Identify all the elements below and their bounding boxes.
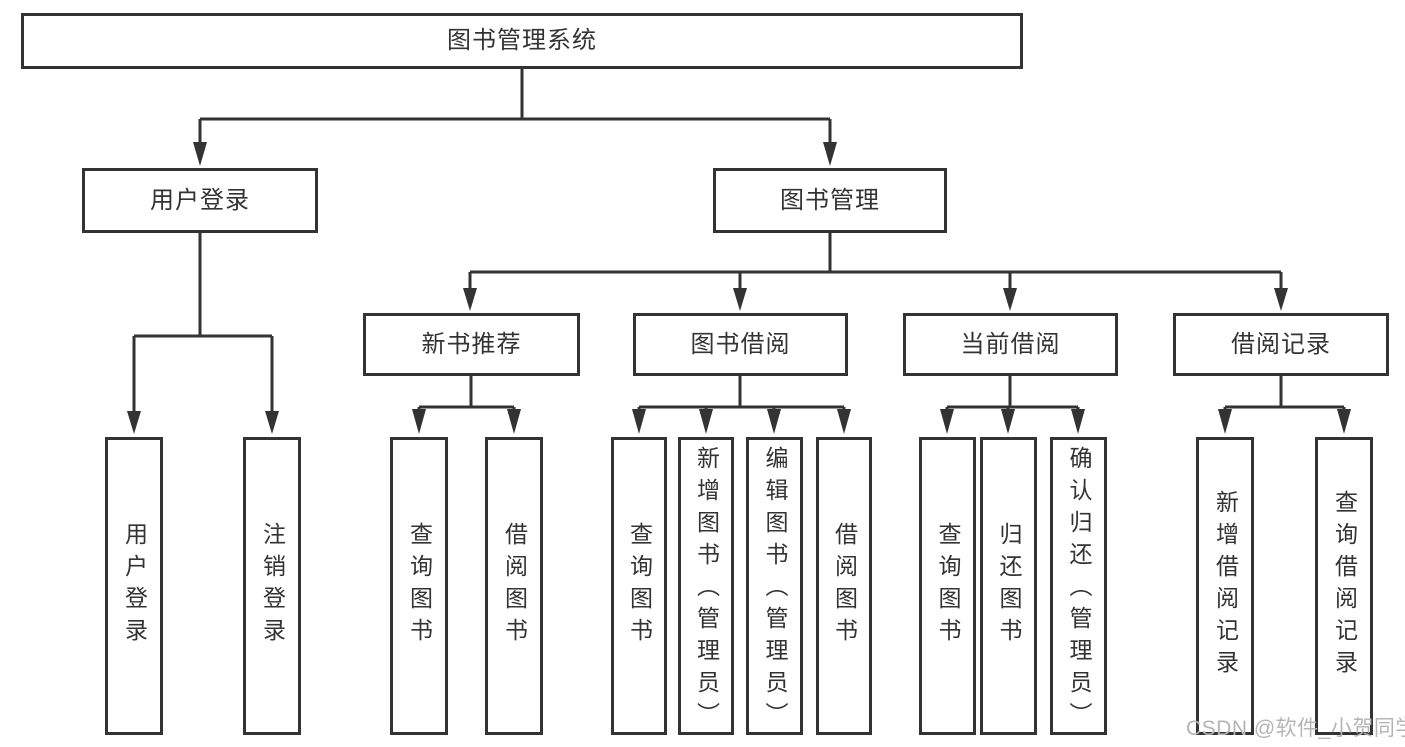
arrowhead-icon [1003,288,1017,311]
arrowhead-icon [412,409,426,434]
arrowhead-icon [632,409,646,434]
node-current-borrow: 当前借阅 [903,313,1118,376]
arrowhead-icon [193,142,207,166]
node-leaf-query-book-b: 查询图书 [611,437,667,735]
edges-book-mgmt-to-level3 [463,233,1288,311]
node-leaf-add-record: 新增借阅记录 [1196,437,1254,735]
arrowhead-icon [463,288,477,311]
arrowhead-icon [940,409,954,434]
node-leaf-add-book: 新增图书（管理员） [678,437,734,735]
watermark: CSDN @软件_小贺同学 [1186,717,1405,740]
arrowhead-icon [1001,409,1015,434]
connector-line [198,69,832,142]
connector-line [1223,376,1346,410]
node-leaf-query-book-c: 查询图书 [919,437,976,735]
arrowhead-icon [733,288,747,311]
node-leaf-logout: 注销登录 [243,437,301,735]
edges-book-borrow-to-leaves [632,376,851,434]
node-borrow-records: 借阅记录 [1173,313,1389,376]
arrowhead-icon [767,409,781,434]
arrowhead-icon [1274,288,1288,311]
node-book-borrow: 图书借阅 [633,313,848,376]
node-leaf-borrow-book-b: 借阅图书 [816,437,872,735]
arrowhead-icon [507,409,521,434]
node-user-login: 用户登录 [82,168,318,233]
edges-borrow-records-to-leaves [1218,376,1351,434]
arrowhead-icon [823,142,837,166]
arrowhead-icon [1071,409,1085,434]
arrowhead-icon [265,411,279,434]
node-leaf-return-book: 归还图书 [980,437,1037,735]
node-new-book-rec: 新书推荐 [363,313,580,376]
node-leaf-query-book-a: 查询图书 [390,437,448,735]
connector-line [945,376,1080,410]
node-leaf-query-record: 查询借阅记录 [1315,437,1373,735]
node-leaf-confirm-return: 确认归还（管理员） [1050,437,1107,735]
connector-line [637,376,846,410]
arrowhead-icon [1218,409,1232,434]
node-leaf-edit-book: 编辑图书（管理员） [746,437,803,735]
connector-line [132,233,274,411]
connector-line [417,376,516,410]
connector-line [468,233,1283,288]
edges-user-login-to-leaves [127,233,279,434]
edges-current-borrow-to-leaves [940,376,1085,434]
node-leaf-borrow-book-a: 借阅图书 [485,437,543,735]
arrowhead-icon [127,411,141,434]
arrowhead-icon [1337,409,1351,434]
node-leaf-user-login: 用户登录 [105,437,163,735]
node-root: 图书管理系统 [21,13,1023,69]
edges-new-book-rec-to-leaves [412,376,521,434]
node-book-mgmt: 图书管理 [713,168,947,233]
arrowhead-icon [837,409,851,434]
arrowhead-icon [699,409,713,434]
edges-root-to-level2 [193,69,837,166]
